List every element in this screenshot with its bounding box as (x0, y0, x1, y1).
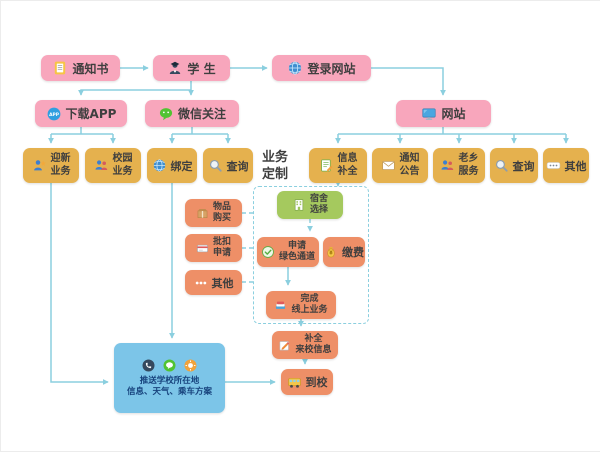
globe-icon (152, 158, 167, 173)
pencil-note-icon (278, 339, 291, 352)
dashed-connectors (242, 212, 313, 283)
app-icon (46, 106, 62, 122)
node-payment: 缴费 (323, 237, 365, 267)
globe-icon (287, 60, 303, 76)
node-label: 迎新业务 (50, 153, 71, 177)
node-label: 宿舍选择 (309, 193, 328, 215)
node-label: 缴费 (342, 246, 364, 259)
money-bag-icon (324, 245, 338, 259)
node-login-website: 登录网站 (272, 55, 371, 81)
node-label: 到校 (305, 376, 328, 389)
node-complete-online: 完成线上业务 (266, 291, 336, 319)
node-site-other: 其他 (543, 148, 589, 183)
connector (371, 67, 446, 96)
node-fellow-service: 老乡服务 (433, 148, 485, 183)
node-website: 网站 (396, 100, 491, 127)
node-label: 微信关注 (177, 107, 226, 121)
node-dorm-selection: 宿舍选择 (277, 191, 343, 219)
node-label: 学 生 (187, 61, 216, 76)
push-info-icons (141, 358, 198, 373)
node-arrive: 到校 (281, 369, 333, 395)
people-icon (440, 158, 455, 173)
node-push-info: 推送学校所在地信息、天气、乘车方案 (114, 343, 225, 413)
node-goods-purchase: 物品购买 (185, 199, 242, 227)
business-custom-group (253, 186, 369, 324)
form-pencil-icon (319, 158, 334, 173)
node-label: 校园业务 (112, 153, 133, 177)
stack-icon (274, 299, 287, 312)
node-orientation-business: 迎新业务 (23, 148, 79, 183)
search-icon (494, 158, 509, 173)
node-label: 其他 (211, 276, 234, 290)
node-label: 补全来校信息 (295, 333, 332, 355)
monitor-icon (421, 106, 437, 122)
node-wechat-query: 查询 (203, 148, 253, 183)
node-label: 完成线上业务 (291, 293, 328, 315)
node-label: 下载APP (65, 107, 117, 121)
document-icon (52, 60, 68, 76)
connector (78, 81, 192, 96)
new-student-icon (32, 158, 47, 173)
green-check-icon (261, 245, 275, 259)
node-info-complete: 信息补全 (309, 148, 367, 183)
ellipsis-icon (546, 158, 561, 173)
node-download-app: 下载APP (35, 100, 127, 127)
node-announcement: 通知公告 (372, 148, 428, 183)
search-icon (208, 158, 223, 173)
business-customize-label: 业务定制 (261, 150, 288, 182)
wechat-icon (158, 106, 174, 122)
bus-icon (287, 375, 302, 390)
node-label: 网站 (441, 107, 466, 121)
parcel-icon (196, 207, 209, 220)
wechat-icon (162, 358, 177, 373)
node-label: 通知公告 (399, 153, 420, 177)
node-campus-business: 校园业务 (85, 148, 141, 183)
node-label: 绑定 (170, 159, 193, 173)
campus-people-icon (94, 158, 109, 173)
phone-icon (141, 358, 156, 373)
node-label: 信息补全 (337, 153, 358, 177)
node-label: 物品购买 (212, 201, 231, 223)
solid-connectors (48, 65, 569, 385)
node-bind: 绑定 (147, 148, 197, 183)
node-label: 批扣申请 (212, 236, 231, 258)
node-label: 通知书 (72, 61, 109, 76)
node-batch-deduction: 批扣申请 (185, 234, 242, 262)
node-left-other: 其他 (185, 270, 242, 295)
connector (50, 183, 109, 385)
node-site-query: 查询 (490, 148, 538, 183)
bank-card-icon (196, 242, 209, 255)
node-label: 申请绿色通道 (278, 240, 315, 262)
weather-icon (183, 358, 198, 373)
student-icon (167, 60, 183, 76)
dorm-building-icon (292, 198, 306, 212)
connector (172, 127, 228, 135)
node-label: 登录网站 (307, 61, 356, 76)
node-label: 老乡服务 (458, 153, 479, 177)
node-label: 查询 (512, 159, 535, 173)
node-student: 学 生 (153, 55, 230, 81)
node-green-channel: 申请绿色通道 (257, 237, 319, 267)
node-wechat-follow: 微信关注 (145, 100, 239, 127)
node-label: 其他 (564, 159, 587, 173)
push-info-text: 推送学校所在地信息、天气、乘车方案 (126, 375, 212, 397)
node-notice-letter: 通知书 (41, 55, 120, 81)
connector (51, 127, 113, 135)
connector (338, 127, 566, 135)
mail-icon (381, 158, 396, 173)
node-fill-arrival-info: 补全来校信息 (272, 331, 338, 359)
node-label: 查询 (226, 159, 249, 173)
three-circles-icon (194, 276, 208, 290)
